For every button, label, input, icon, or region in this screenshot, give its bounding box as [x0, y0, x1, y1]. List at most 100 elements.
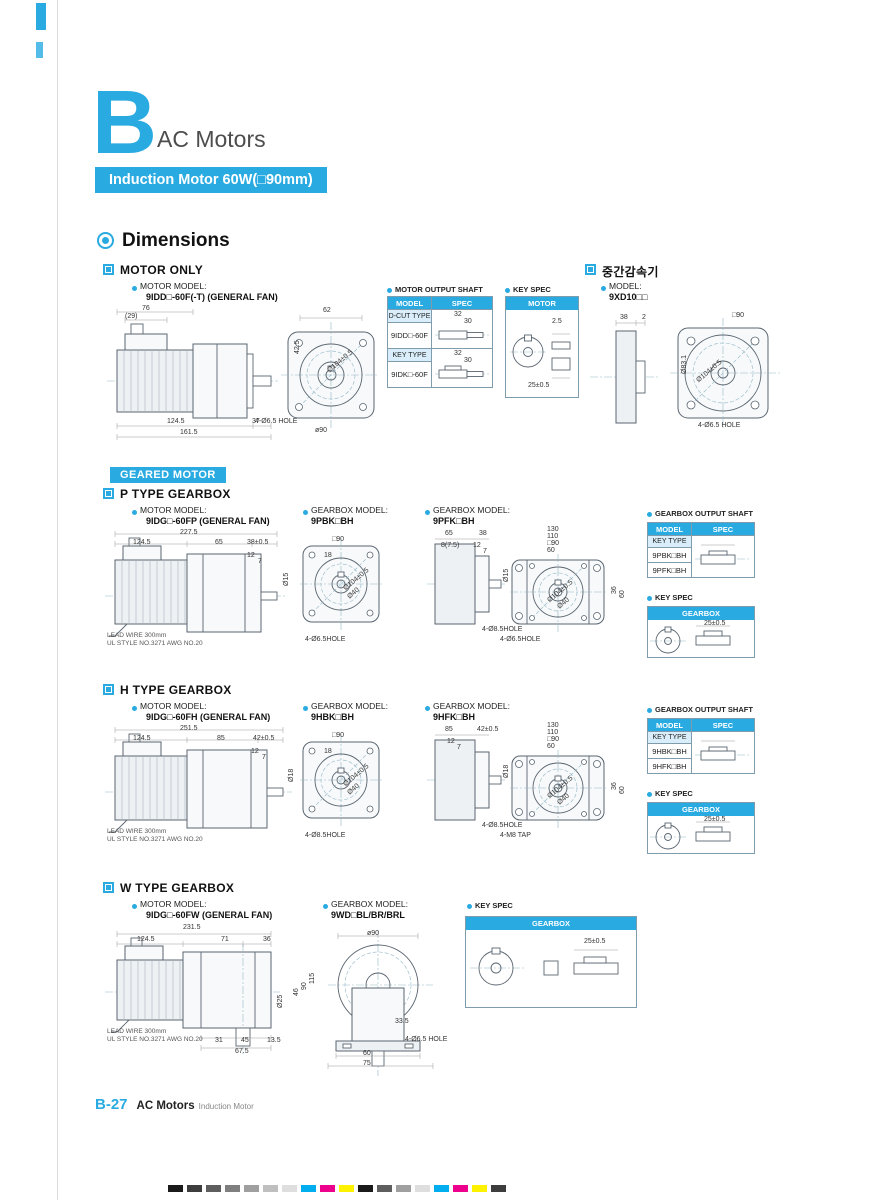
key-shaft-drawing: 32 30 — [431, 348, 493, 388]
dim: Ø83.1 — [681, 354, 688, 374]
row-type: KEY TYPE — [647, 731, 692, 744]
dim: 110 — [547, 533, 559, 540]
target-icon — [97, 232, 114, 249]
key-spec-header: GEARBOX — [466, 917, 636, 930]
bullet-icon — [303, 706, 308, 711]
motor-output-shaft-label: MOTOR OUTPUT SHAFT — [395, 285, 483, 294]
bullet-icon — [647, 596, 652, 601]
bullet-icon — [601, 286, 606, 291]
banner: Induction Motor 60W(□90mm) — [95, 167, 327, 193]
dim: 110 — [547, 729, 559, 736]
dim: 124.5 — [167, 418, 185, 425]
key-spec-header: GEARBOX — [648, 607, 754, 620]
dim: 60 — [547, 743, 555, 750]
dim: 4-Ø6.5 HOLE — [698, 422, 741, 429]
dim: 4-Ø6.5 HOLE — [405, 1036, 448, 1043]
gearbox-output-shaft-label: GEARBOX OUTPUT SHAFT — [655, 509, 753, 518]
section-bullet-icon — [103, 684, 114, 695]
lead-wire-note: LEAD WIRE 300mm — [107, 1028, 167, 1035]
gearbox-output-shaft-label: GEARBOX OUTPUT SHAFT — [655, 705, 753, 714]
bullet-icon — [647, 708, 652, 713]
geared-motor-badge: GEARED MOTOR — [110, 467, 226, 483]
dim: 130 — [547, 722, 559, 729]
dim: 32 — [454, 311, 462, 318]
dim: 124.5 — [137, 936, 155, 943]
lead-wire-note: LEAD WIRE 300mm — [107, 632, 167, 639]
key-spec-drawing: 2.5 25±0.5 — [506, 310, 578, 397]
model-cell: 9PFK□BH — [647, 562, 692, 578]
dim: 36 — [263, 936, 271, 943]
dim: 4-Ø8.5HOLE — [305, 832, 346, 839]
bullet-icon — [303, 510, 308, 515]
dim: □90 — [547, 736, 560, 743]
lead-wire-note: UL STYLE NO.3271 AWG NO.20 — [107, 836, 203, 843]
dim: 60 — [363, 1050, 371, 1057]
dim: 13.5 — [267, 1037, 281, 1044]
dim: 18 — [324, 552, 332, 559]
dim: 115 — [309, 972, 316, 984]
gearbox-model-value: 9PBK□BH — [311, 516, 354, 526]
gearbox-key-spec-box: GEARBOX 25±0.5 — [647, 802, 755, 854]
gearbox-model-label: GEARBOX MODEL: — [433, 505, 510, 515]
key-spec-drawing: 25±0.5 — [648, 816, 754, 853]
dim: 60 — [547, 547, 555, 554]
key-spec-label: KEY SPEC — [655, 593, 693, 602]
dim: 161.5 — [180, 429, 198, 436]
w-type-heading: W TYPE GEARBOX — [120, 881, 235, 895]
gearbox-flange-front-view-drawing — [510, 554, 608, 632]
dim: 85 — [217, 735, 225, 742]
gearbox-key-spec-box: GEARBOX 25±0.5 — [465, 916, 637, 1008]
page-edge-line — [57, 0, 58, 1200]
gearbox-model-label: GEARBOX MODEL: — [433, 701, 510, 711]
dim: 7 — [457, 744, 461, 751]
dim: 38 — [479, 530, 487, 537]
geared-motor-side-view-drawing — [105, 931, 280, 1056]
gearbox-flange-front-view-drawing — [510, 750, 608, 828]
dim: 18 — [324, 748, 332, 755]
dim: 65 — [215, 539, 223, 546]
motor-model-value: 9IDD□-60F(-T) (GENERAL FAN) — [146, 292, 278, 302]
dim: 60 — [619, 786, 626, 794]
model-cell: 9IDD□-60F — [387, 322, 432, 349]
dim: Ø18 — [288, 768, 295, 782]
row-type: KEY TYPE — [387, 348, 432, 362]
dim: 31 — [215, 1037, 223, 1044]
key-spec-drawing: 25±0.5 — [466, 930, 636, 1007]
motor-model-value: 9IDG□-60FP (GENERAL FAN) — [146, 516, 270, 526]
bullet-icon — [132, 510, 137, 515]
bullet-icon — [323, 904, 328, 909]
model-cell: 9PBK□BH — [647, 547, 692, 563]
dim: 25±0.5 — [704, 816, 726, 823]
dim: 124.5 — [133, 539, 151, 546]
col-model: MODEL — [647, 718, 692, 732]
dim: 45 — [241, 1037, 249, 1044]
dim: 4-M8 TAP — [500, 832, 531, 839]
dim: 7 — [483, 548, 487, 555]
dim: □90 — [332, 536, 345, 543]
bullet-icon — [647, 792, 652, 797]
dim: □90 — [732, 312, 745, 319]
model-cell: 9IDK□-60F — [387, 361, 432, 388]
col-model: MODEL — [647, 522, 692, 536]
gearbox-side-view-drawing — [427, 734, 507, 821]
dim: 38 — [620, 314, 628, 321]
print-calibration-marks — [168, 1185, 506, 1192]
dim: 7 — [258, 558, 262, 565]
gearbox-model-value: 9PFK□BH — [433, 516, 475, 526]
model-label: MODEL: — [609, 281, 642, 291]
gearbox-model-value: 9HFK□BH — [433, 712, 475, 722]
geared-motor-side-view-drawing — [105, 531, 287, 637]
bullet-icon — [647, 512, 652, 517]
dim: 130 — [547, 526, 559, 533]
model-cell: 9HBK□BH — [647, 743, 692, 759]
dcut-shaft-drawing: 32 30 — [431, 309, 493, 349]
dim: 30 — [464, 318, 472, 325]
dim: 33.5 — [395, 1018, 409, 1025]
gearbox-front-view-drawing — [300, 538, 382, 630]
dim: 124.5 — [133, 735, 151, 742]
dim: □90 — [332, 732, 345, 739]
dim: 25±0.5 — [528, 382, 550, 389]
reducer-side-view-drawing — [590, 320, 660, 424]
